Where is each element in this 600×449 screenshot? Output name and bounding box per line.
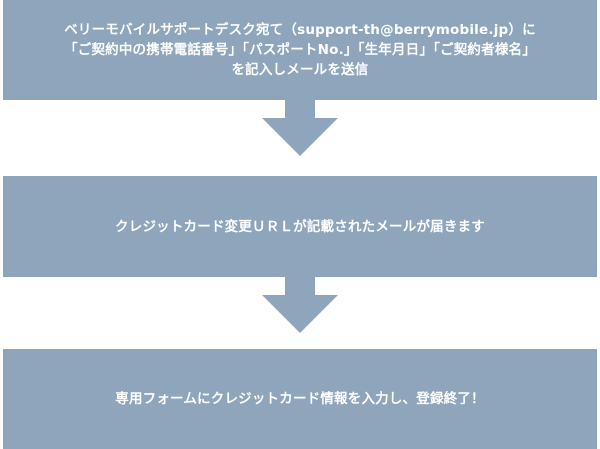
- down-arrow-1-shape: [262, 100, 338, 156]
- down-arrow-icon: [0, 277, 600, 349]
- step-1-line-2: 「ご契約中の携帯電話番号」「パスポートNo.」「生年月日」「ご契約者様名」: [64, 42, 536, 58]
- step-1-line-3: を記入しメールを送信: [231, 62, 369, 78]
- step-1-text: ベリーモバイルサポートデスク宛て（support-th@berrymobile.…: [64, 20, 536, 80]
- step-3-line-1: 専用フォームにクレジットカード情報を入力し、登録終了！: [115, 391, 485, 407]
- step-2-line-1: クレジットカード変更ＵＲＬが記載されたメールが届きます: [115, 218, 485, 235]
- down-arrow-icon: [0, 100, 600, 176]
- step-1-line-1: ベリーモバイルサポートデスク宛て（support-th@berrymobile.…: [64, 22, 536, 38]
- step-3-box: 専用フォームにクレジットカード情報を入力し、登録終了！: [3, 349, 597, 449]
- step-2-box: クレジットカード変更ＵＲＬが記載されたメールが届きます: [3, 176, 597, 277]
- step-2-text: クレジットカード変更ＵＲＬが記載されたメールが届きます: [115, 217, 485, 237]
- step-3-text: 専用フォームにクレジットカード情報を入力し、登録終了！: [115, 389, 485, 409]
- step-1-box: ベリーモバイルサポートデスク宛て（support-th@berrymobile.…: [3, 0, 597, 100]
- down-arrow-2-shape: [262, 277, 338, 333]
